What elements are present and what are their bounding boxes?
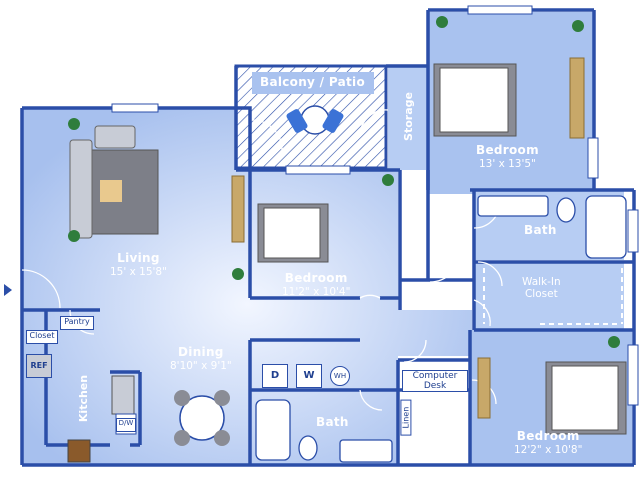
dining-dims: 8'10" x 9'1" <box>170 359 232 372</box>
bedroom-bottom-right-dims: 12'2" x 10'8" <box>514 443 583 456</box>
bedroom-center-name: Bedroom <box>284 271 348 285</box>
living-label: Living 15' x 15'8" <box>110 251 167 278</box>
storage-floor <box>388 66 428 170</box>
bedroom-bottom-right-label: Bedroom 12'2" x 10'8" <box>514 429 583 456</box>
bath-lower-label: Bath <box>316 415 349 430</box>
balcony-label-bg <box>252 72 374 94</box>
washer-label: W <box>296 364 322 388</box>
living-furniture <box>69 125 245 243</box>
living-dims: 15' x 15'8" <box>110 265 167 278</box>
closet-center-label: Closet <box>408 207 420 244</box>
ref-label: REF <box>26 354 52 378</box>
bedroom-top-right-label: Bedroom 13' x 13'5" <box>476 143 539 170</box>
dw-label: D/W <box>116 418 136 432</box>
pantry-label: Pantry <box>60 316 94 330</box>
plants <box>68 16 620 348</box>
linen-label: Linen <box>400 399 412 436</box>
balcony-label: Balcony / Patio <box>260 75 365 90</box>
entry-arrow-icon <box>4 284 12 296</box>
bedroom-center-dims: 11'2" x 10'4" <box>282 285 351 298</box>
bedroom-center-label: Bedroom 11'2" x 10'4" <box>282 271 351 298</box>
living-name: Living <box>117 251 160 265</box>
walkin-upper-label: Walk-In Closet <box>522 276 561 301</box>
computer-desk-label: Computer Desk <box>402 370 468 392</box>
balcony-name: Balcony / Patio <box>260 75 365 89</box>
bath-fixtures <box>255 195 627 463</box>
dryer-label: D <box>262 364 288 388</box>
bath-lower-name: Bath <box>316 415 349 429</box>
bedroom-bottom-right-name: Bedroom <box>516 429 580 443</box>
kitchen-label: Kitchen <box>77 374 91 423</box>
dining-table <box>174 390 230 446</box>
patio-table <box>286 105 344 135</box>
walkin-lower-label: Walk-In Closet <box>430 420 469 445</box>
water-heater-label: WH <box>330 366 350 386</box>
windows <box>111 5 639 406</box>
dining-name: Dining <box>178 345 224 359</box>
bedroom-top-right-name: Bedroom <box>476 143 539 157</box>
bedroom-top-right-dims: 13' x 13'5" <box>478 157 536 170</box>
storage-label: Storage <box>401 92 415 141</box>
bath-upper-name: Bath <box>524 223 557 237</box>
dining-label: Dining 8'10" x 9'1" <box>170 345 232 372</box>
closet-small-label: Closet <box>26 330 58 344</box>
beds <box>257 57 627 435</box>
bath-upper-label: Bath <box>524 223 557 238</box>
